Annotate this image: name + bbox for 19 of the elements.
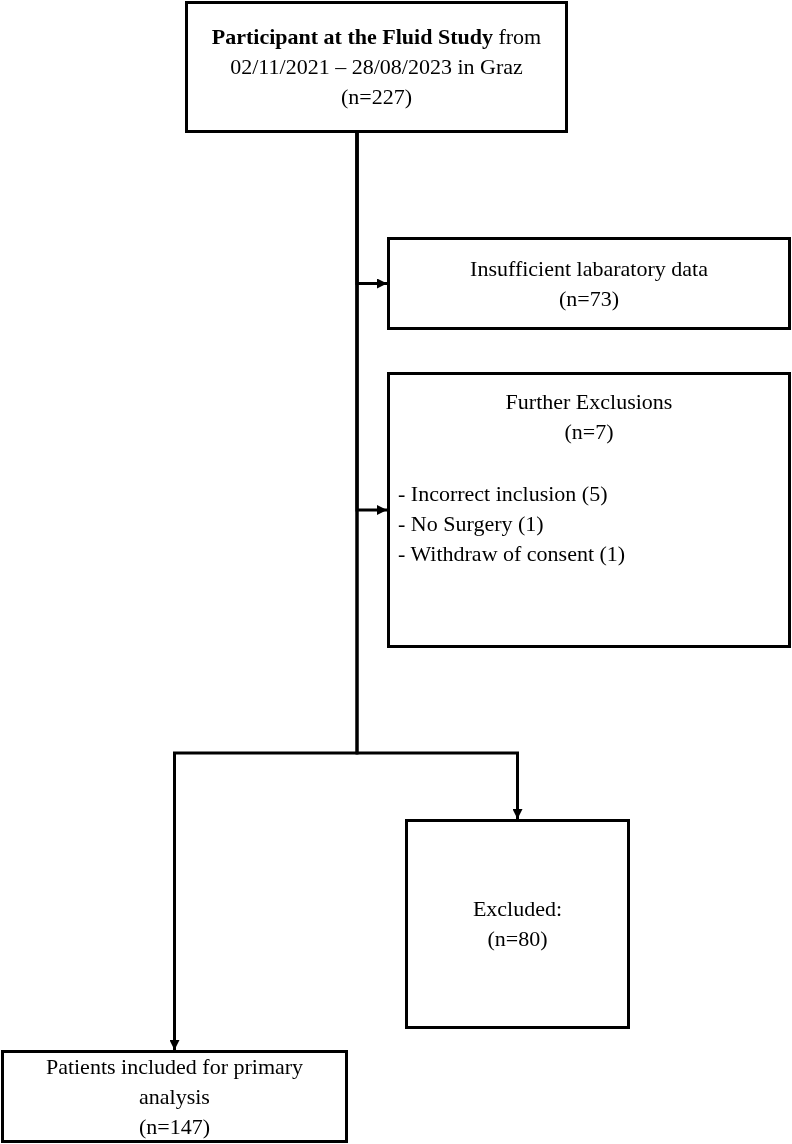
box-text: Patients included for primary analysis	[44, 1052, 305, 1111]
box-text: (n=227)	[340, 83, 413, 111]
box-text: (n=147)	[138, 1112, 211, 1141]
box-text: (n=73)	[558, 284, 620, 313]
process-box	[387, 237, 791, 330]
list-item: - Incorrect inclusion (5)	[398, 480, 608, 508]
box-text: Insufficient labaratory data	[470, 254, 708, 283]
box-text: (n=7)	[564, 418, 614, 446]
process-box	[387, 372, 791, 648]
box-text: (n=80)	[487, 925, 548, 953]
process-box	[185, 1, 568, 133]
list-item: - No Surgery (1)	[398, 510, 544, 538]
box-text: Further Exclusions	[505, 388, 673, 416]
list-item: - Withdraw of consent (1)	[398, 540, 626, 568]
box-text: Excluded:	[472, 895, 563, 923]
box-text: Participant at the Fluid Study from 02/11/2021 – 28/08/2023 in Graz	[210, 23, 543, 81]
process-box	[405, 819, 630, 1029]
process-box	[1, 1050, 348, 1143]
arrow	[169, 133, 359, 1050]
